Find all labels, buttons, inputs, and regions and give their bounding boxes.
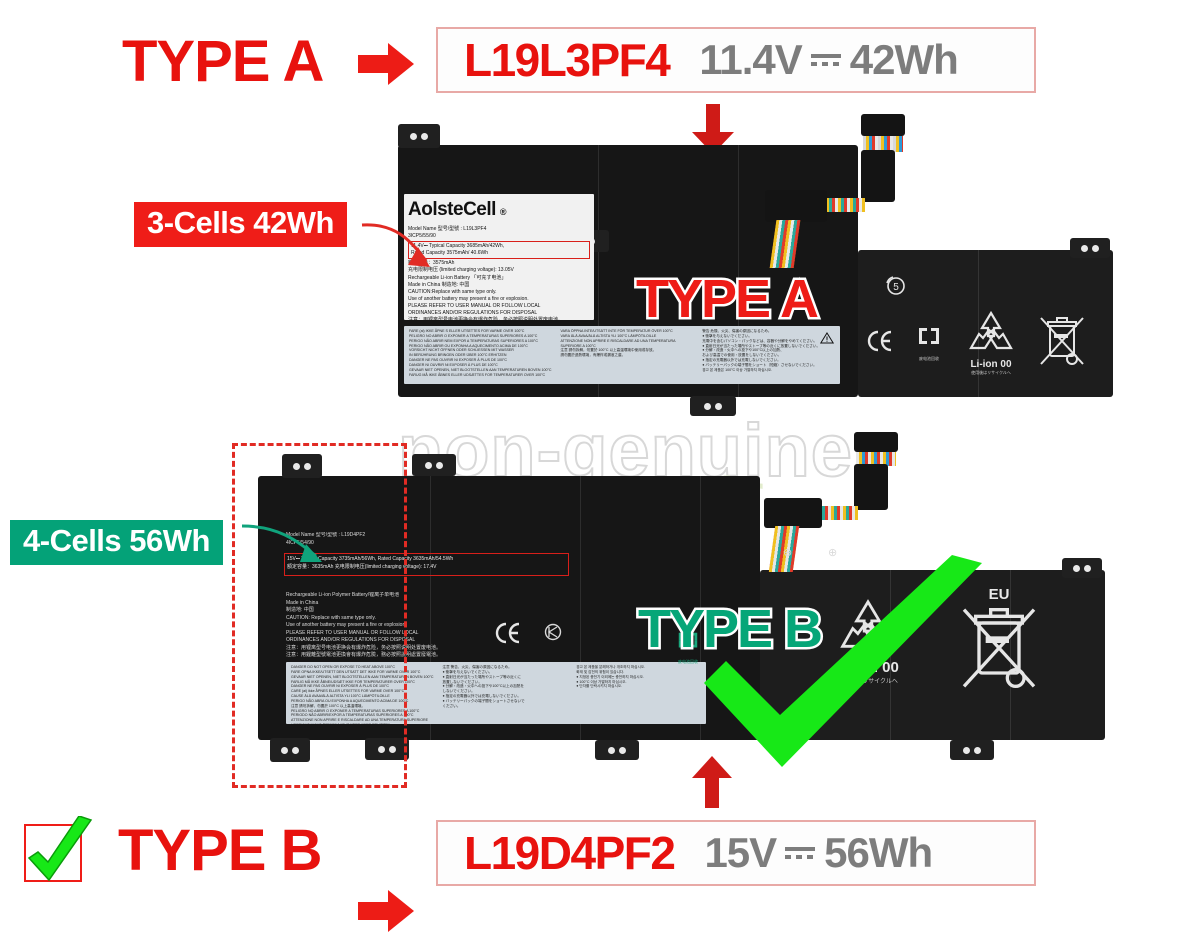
brand-logo: AolsteCell ®	[408, 199, 507, 220]
type-a-symbol-row: 废电池回收 Li-ion 00 使用後はリサイクルへ	[867, 310, 1085, 376]
dc-icon	[810, 54, 841, 66]
type-b-caution-strip: DANGER DO NOT OPEN OR EXPOSE TO HEAT ABO…	[286, 662, 706, 724]
caution-col-2: VARA ÖPPNA INTE/UTSÄTT INTE FÖR TEMPERAT…	[560, 329, 676, 358]
type-a-voltage-capacity: 11.4V 42Wh	[699, 36, 959, 84]
type-a-cable-harness	[765, 110, 915, 268]
type-b-model-number: L19D4PF2	[464, 827, 676, 879]
label-detail-lines: 額定容量：3575mAh 充电限制电压 (limited charging vo…	[408, 260, 563, 320]
caution-b-col-1: DANGER DO NOT OPEN OR EXPOSE TO HEAT ABO…	[291, 665, 434, 724]
type-a-battery-image: AolsteCell ® Model Name 型号/型號 : L19L3PF4…	[380, 110, 1120, 416]
recycle-caption: 使用後はリサイクルへ	[971, 370, 1011, 375]
mount-tab-bottom-left-b	[270, 738, 310, 762]
mount-tab-top-mid-b	[412, 454, 456, 476]
type-a-spec-box: L19L3PF4 11.4V 42Wh	[436, 27, 1036, 93]
type-b-cable-harness	[764, 432, 920, 582]
type-b-cells-badge: 4-Cells 56Wh	[10, 520, 223, 565]
mount-tab-right	[1070, 238, 1110, 258]
caution-b-col-3: 경고 본 제품을 분해하거나 개조하지 마십시오. 화재 및 감전의 위험이 있…	[576, 665, 646, 689]
caution-b-col-2: 注意 警告、火災、傷害の原因になるため。 ● 衝撃を与えないでください。 ● 直…	[442, 665, 525, 708]
type-a-caution-strip: FARE (al) IKKE ÅPNE S ELLER UTSETTES FOR…	[404, 326, 840, 384]
warning-triangle-icon	[819, 332, 835, 346]
ce-mark-icon-b	[495, 622, 521, 649]
svg-text:5: 5	[893, 282, 899, 293]
type-a-cells-badge: 3-Cells 42Wh	[134, 202, 347, 247]
mount-tab-bottom-b	[595, 740, 639, 760]
ukca-mark-icon	[544, 621, 562, 648]
polarity-negative-icon: ⊖	[783, 547, 793, 559]
type-a-model-number: L19L3PF4	[464, 34, 671, 86]
four-cell-selection-divider	[404, 443, 407, 788]
type-b-capacity-highlight: 15V⎓ Typical Capacity 3735mAh/56Wh, Rate…	[284, 553, 569, 576]
label-model-lines: Model Name 型号/型號 : L19L3PF4 3ICP5/55/90	[408, 225, 487, 240]
china-battery-recycle-icon: 废电池回收	[915, 325, 943, 362]
polarity-positive-icon: ⊕	[828, 547, 838, 559]
type-b-check-box	[24, 816, 93, 882]
type-a-leader-line	[361, 223, 430, 267]
label-capacity-highlight: 11.4V⎓ Typical Capacity 3685mAh/42Wh, Ra…	[408, 241, 590, 260]
recycling-period-5-icon: 5	[885, 275, 907, 302]
mount-tab-right-b	[1062, 558, 1102, 578]
checkmark-icon	[27, 816, 93, 882]
china-battery-recycle-icon-b: 废电池回收	[675, 630, 701, 665]
weee-crossed-bin-icon-b: EU	[960, 586, 1038, 698]
type-b-leader-line	[241, 524, 322, 562]
type-b-banner-label: TYPE B	[118, 818, 322, 883]
mount-tab-bottom	[690, 396, 736, 416]
dc-icon-b	[785, 847, 816, 859]
green-check-icon	[704, 555, 982, 767]
type-a-banner-label: TYPE A	[122, 29, 324, 94]
type-a-product-label: AolsteCell ® Model Name 型号/型號 : L19L3PF4…	[404, 194, 594, 320]
type-b-battery-image: Model Name 型号/型號 : L19D4PF2 4ICP5/54/90 …	[250, 432, 1120, 785]
mount-tab-top-left	[398, 124, 440, 148]
arrow-up-icon	[692, 756, 734, 812]
ce-mark-icon	[867, 330, 893, 357]
type-b-spec-box: L19D4PF2 15V 56Wh	[436, 820, 1036, 886]
weee-crossed-bin-icon	[1039, 314, 1085, 373]
type-a-voltage: 11.4V	[699, 36, 802, 83]
type-b-voltage-capacity: 15V 56Wh	[704, 829, 933, 877]
comparison-figure: TYPE A L19L3PF4 11.4V 42Wh	[10, 27, 1120, 932]
type-b-capacity: 56Wh	[824, 829, 933, 876]
recycle-arrows-icon: Li-ion 00 使用後はリサイクルへ	[965, 310, 1017, 376]
type-b-overlay-word: TYPE B	[635, 599, 825, 659]
four-cell-selection-rect	[232, 443, 407, 788]
caution-col-1: FARE (al) IKKE ÅPNE S ELLER UTSETTES FOR…	[409, 329, 552, 377]
mount-tab-bottom-mid-b	[365, 738, 409, 760]
type-b-label-details: Rechargeable Li-ion Polymer Battery/锂离子单…	[286, 592, 442, 658]
caution-col-3: 警告 危険、火災、傷害の原因になるため。 ● 衝撃を与えないでください。 充電中…	[702, 329, 821, 372]
type-a-overlay-word: TYPE A	[633, 269, 821, 329]
type-a-capacity: 42Wh	[849, 36, 959, 83]
recycle-caption-b: 使用後はリサイクルへ	[838, 679, 898, 685]
type-b-voltage: 15V	[704, 829, 777, 876]
china-recycle-caption-b: 废电池回收	[678, 659, 698, 664]
china-recycle-caption: 废电池回收	[919, 355, 939, 361]
eu-label: EU	[988, 586, 1010, 603]
mount-tab-bottom-right-b	[950, 740, 994, 760]
mount-tab-top-left-b	[282, 454, 322, 478]
li-ion-label: Li-ion 00	[970, 359, 1012, 370]
